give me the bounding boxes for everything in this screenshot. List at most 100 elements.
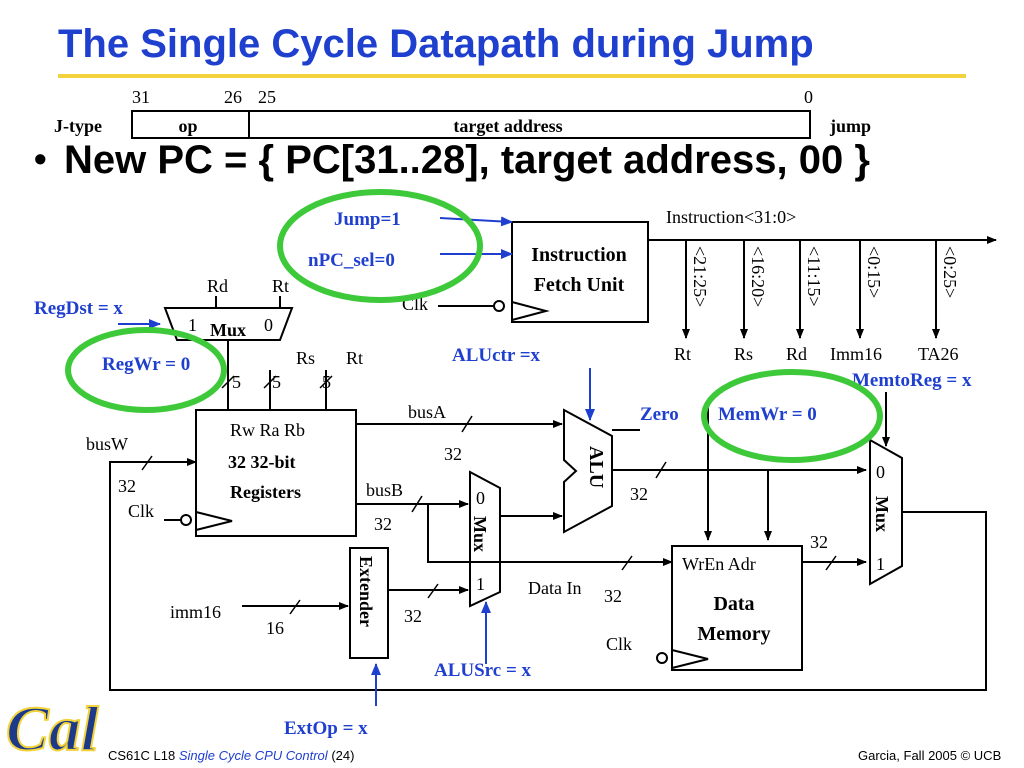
footer-topic: Single Cycle CPU Control — [178, 748, 328, 763]
memtoreg-mux — [869, 438, 903, 586]
memtoreg-mux-input-0: 0 — [876, 462, 885, 482]
regwr-signal-label: RegWr = 0 — [102, 354, 190, 375]
datamem-clock-triangle-icon — [671, 649, 709, 669]
datamem-label-line1: Data — [713, 593, 754, 615]
regfile-clk-label: Clk — [128, 501, 154, 521]
memtoreg-mux-label: Mux — [872, 496, 892, 532]
target-address-field-label: target address — [453, 116, 562, 136]
regfile-rt-label: Rt — [346, 348, 363, 368]
jump-opname-label: jump — [829, 116, 871, 136]
instruction-bus-label: Instruction<31:0> — [666, 207, 796, 227]
imm16-label: imm16 — [170, 602, 221, 622]
alu — [563, 408, 613, 534]
field-bits-imm16: <0:15> — [864, 246, 884, 298]
title-underline — [58, 74, 966, 78]
regdst-mux-label: Mux — [210, 320, 246, 340]
datamem-ports-label: WrEn Adr — [682, 554, 756, 574]
ifu-clock-bubble-icon — [493, 300, 505, 312]
memwr-highlight — [701, 369, 883, 463]
mem-output-width-label: 32 — [810, 532, 828, 552]
bullet-dot-icon: • — [34, 138, 47, 179]
jump-signal-label: Jump=1 — [334, 209, 401, 230]
busa-width-label: 32 — [444, 444, 462, 464]
regdst-mux-rd-label: Rd — [207, 276, 228, 296]
field-bits-ta26: <0:25> — [940, 246, 960, 298]
extop-signal-label: ExtOp = x — [284, 718, 368, 739]
alusrc-mux-input-1: 1 — [476, 574, 485, 594]
rw-width-label: 5 — [232, 372, 241, 392]
regfile-ports-label: Rw Ra Rb — [230, 420, 305, 440]
memwr-signal-label: MemWr = 0 — [718, 404, 817, 425]
field-bits-rd: <11:15> — [804, 246, 824, 307]
ifu-label-line2: Fetch Unit — [534, 274, 625, 296]
busa-label: busA — [408, 402, 446, 422]
busb-label: busB — [366, 480, 403, 500]
slide-title: The Single Cycle Datapath during Jump — [58, 22, 814, 66]
alusrc-mux-input-0: 0 — [476, 488, 485, 508]
busw-label: busW — [86, 434, 128, 454]
datamem-clk-label: Clk — [606, 634, 632, 654]
memtoreg-signal-label: MemtoReg = x — [852, 370, 972, 391]
field-bits-rt: <21:25> — [690, 246, 710, 307]
regdst-signal-label: RegDst = x — [34, 298, 123, 319]
datamem-label-line2: Memory — [697, 623, 770, 645]
alusrc-mux — [469, 470, 501, 608]
field-bits-rs: <16:20> — [748, 246, 768, 307]
regfile-clock-triangle-icon — [195, 511, 233, 531]
extender — [349, 547, 389, 659]
jump-npcsel-highlight — [277, 189, 483, 303]
field-name-rt: Rt — [674, 344, 691, 364]
data-memory — [671, 545, 803, 671]
memtoreg-mux-input-1: 1 — [876, 554, 885, 574]
bit-31-label: 31 — [132, 87, 150, 107]
op-field-label: op — [178, 116, 197, 136]
instruction-fetch-unit — [511, 221, 649, 323]
regfile-rs-label: Rs — [296, 348, 315, 368]
regfile-clock-bubble-icon — [180, 514, 192, 526]
busw-writeback-wire — [109, 458, 987, 691]
zero-flag-label: Zero — [640, 404, 679, 425]
alusrc-mux-label: Mux — [470, 516, 490, 552]
npc-sel-signal-label: nPC_sel=0 — [308, 250, 395, 271]
regfile-label-line2: Registers — [230, 482, 301, 502]
cal-logo-text: Cal — [6, 693, 99, 764]
bit-26-label: 26 — [224, 87, 242, 107]
regfile-label-line1: 32 32-bit — [228, 452, 296, 472]
data-in-wire — [427, 504, 673, 566]
regwr-highlight — [65, 327, 227, 413]
bit-25-label: 25 — [258, 87, 276, 107]
imm16-width-label: 16 — [266, 618, 284, 638]
aluctr-signal-label: ALUctr =x — [452, 345, 541, 366]
field-name-imm16: Imm16 — [830, 344, 882, 364]
data-in-label: Data In — [528, 578, 581, 598]
ra-width-label: 5 — [272, 372, 281, 392]
busb-width-label: 32 — [374, 514, 392, 534]
field-name-rs: Rs — [734, 344, 753, 364]
field-name-ta26: TA26 — [918, 344, 959, 364]
field-name-rd: Rd — [786, 344, 807, 364]
regdst-mux-input-1: 1 — [188, 315, 197, 335]
footer-course: CS61C L18 Single Cycle CPU Control (24) — [108, 748, 354, 763]
footer-credit: Garcia, Fall 2005 © UCB — [858, 748, 1002, 763]
footer-course-code: CS61C L18 — [108, 748, 176, 763]
regdst-mux-rt-label: Rt — [272, 276, 289, 296]
jtype-instruction-box — [131, 110, 811, 139]
extender-width-label: 32 — [404, 606, 422, 626]
ifu-label-line1: Instruction — [531, 244, 627, 266]
alu-label: ALU — [585, 446, 607, 488]
data-in-width-label: 32 — [604, 586, 622, 606]
extender-label: Extender — [356, 556, 376, 627]
datamem-clock-bubble-icon — [656, 652, 668, 664]
footer-page-number: (24) — [331, 748, 355, 763]
bit-0-label: 0 — [804, 87, 813, 107]
alu-result-width-label: 32 — [630, 484, 648, 504]
busw-width-label: 32 — [118, 476, 136, 496]
regdst-mux-input-0: 0 — [264, 315, 273, 335]
jump-signal-arrow — [439, 216, 513, 227]
cal-logo-icon: Cal — [5, 692, 100, 764]
register-file — [195, 409, 357, 537]
jtype-format-label: J-type — [54, 116, 102, 136]
ifu-clock-triangle-icon — [511, 301, 550, 321]
rb-width-label: 5 — [322, 372, 331, 392]
